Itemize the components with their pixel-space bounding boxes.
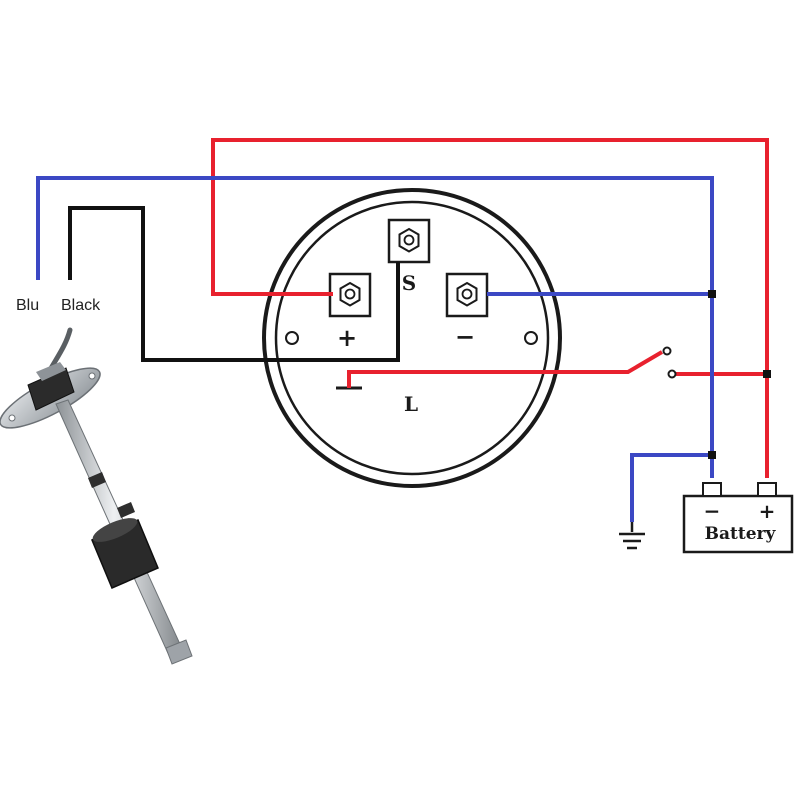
screw-terminal-icon [456,281,478,307]
ground-icon [619,522,645,550]
battery-terminal-negative [702,482,722,497]
red-wires [211,138,769,478]
terminal-plus [328,272,372,318]
battery-plus-label: + [759,499,776,523]
black-wire-signal [68,206,400,362]
blue-wire-label: Blu [16,297,39,314]
blue-wires [36,176,714,522]
red-wire-main [211,138,769,478]
junction-blue-minus [708,290,716,298]
terminal-minus-label: − [455,322,475,351]
battery-terminal-positive [757,482,777,497]
battery: − + Battery [682,482,794,554]
terminal-plus-label: + [337,323,357,352]
terminal-l-label: L [404,392,418,416]
switch-icon [662,346,677,379]
terminal-s-label: S [402,271,416,295]
gauge: S + − L [262,188,562,488]
red-wire-lamp [347,350,664,388]
terminal-minus [445,272,489,318]
blue-wire-ground [630,453,712,522]
junctions [708,290,771,459]
screw-terminal-icon [398,227,420,253]
junction-blue-ground [708,451,716,459]
gauge-outer-ring [262,188,562,488]
black-wire-label: Black [61,297,101,314]
mounting-hole-right [524,331,538,345]
battery-minus-label: − [704,499,721,523]
battery-body [682,494,794,554]
level-sensor-icon [0,327,193,665]
blue-wire-sender [36,176,714,478]
terminal-s [387,218,431,264]
mounting-hole-left [285,331,299,345]
battery-label: Battery [705,524,777,544]
junction-red-switch [763,370,771,378]
screw-terminal-icon [339,281,361,307]
gauge-inner-ring [274,200,550,476]
